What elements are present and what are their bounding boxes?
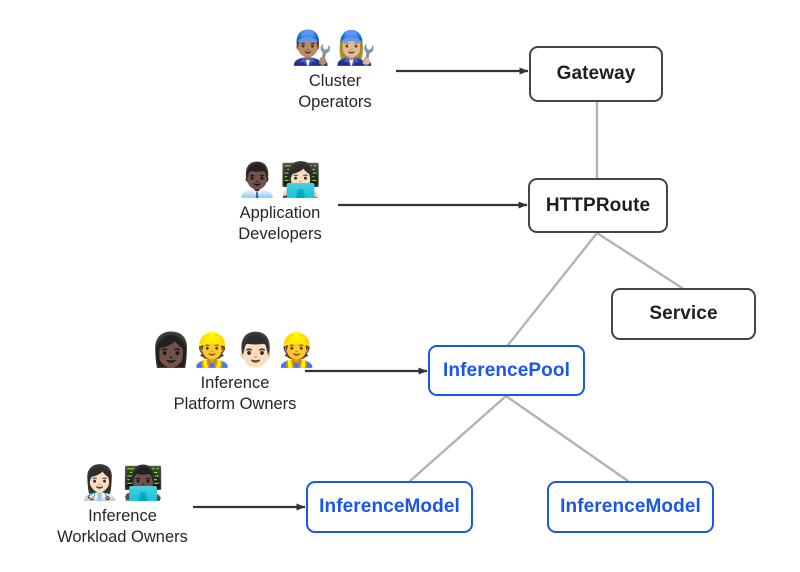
inference-platform-owners-emoji-group: 👩🏿‍👷👨🏻‍👷 — [150, 330, 320, 369]
node-inferencemodel-left[interactable]: InferenceModel — [306, 481, 473, 533]
node-inferencemodel-right[interactable]: InferenceModel — [547, 481, 714, 533]
node-service[interactable]: Service — [611, 288, 756, 340]
node-gateway-label: Gateway — [556, 63, 636, 84]
cluster-operators-line1: Cluster — [308, 72, 362, 90]
actor-inference-workload-owners[interactable]: 👩🏻‍⚕️👨🏿‍💻 Inference Workload Owners — [30, 463, 215, 548]
actor-cluster-operators[interactable]: 👨🏽‍🔧👩🏼‍🔧 Cluster Operators — [265, 28, 405, 113]
application-developers-line2: Developers — [238, 225, 322, 243]
application-developers-emoji-group: 👨🏿‍💼👩🏻‍💻 — [236, 160, 324, 199]
edge-httproute-inferencepool — [506, 231, 599, 347]
edge-httproute-service — [595, 231, 684, 290]
inference-workload-owners-emoji-group: 👩🏻‍⚕️👨🏿‍💻 — [79, 463, 166, 502]
actor-inference-workload-owners-label: Inference Workload Owners — [57, 506, 188, 548]
node-httproute-label: HTTPRoute — [545, 194, 651, 216]
inference-platform-owners-line2: Platform Owners — [173, 395, 297, 413]
node-service-label: Service — [649, 303, 718, 324]
cluster-operators-line2: Operators — [298, 93, 372, 111]
edge-inferencepool-inferencemodel2 — [504, 394, 630, 483]
edge-inferencepool-inferencemodel1 — [408, 394, 508, 483]
actor-application-developers[interactable]: 👨🏿‍💼👩🏻‍💻 Application Developers — [205, 160, 355, 245]
node-inferencepool[interactable]: InferencePool — [428, 345, 585, 396]
node-gateway[interactable]: Gateway — [529, 46, 663, 102]
actor-application-developers-label: Application Developers — [238, 203, 321, 245]
node-httproute[interactable]: HTTPRoute — [528, 178, 668, 233]
actor-inference-platform-owners-label: Inference Platform Owners — [174, 373, 297, 415]
application-developers-line1: Application — [239, 204, 321, 222]
cluster-operators-emoji-group: 👨🏽‍🔧👩🏼‍🔧 — [291, 28, 379, 67]
inference-workload-owners-line1: Inference — [88, 507, 157, 525]
actor-inference-platform-owners[interactable]: 👩🏿‍👷👨🏻‍👷 Inference Platform Owners — [145, 330, 325, 415]
node-inferencepool-label: InferencePool — [443, 359, 570, 381]
node-inferencemodel-right-label: InferenceModel — [560, 496, 701, 517]
node-inferencemodel-left-label: InferenceModel — [319, 496, 460, 517]
actor-cluster-operators-label: Cluster Operators — [298, 71, 371, 113]
inference-workload-owners-line2: Workload Owners — [57, 528, 188, 546]
inference-platform-owners-line1: Inference — [200, 374, 270, 392]
